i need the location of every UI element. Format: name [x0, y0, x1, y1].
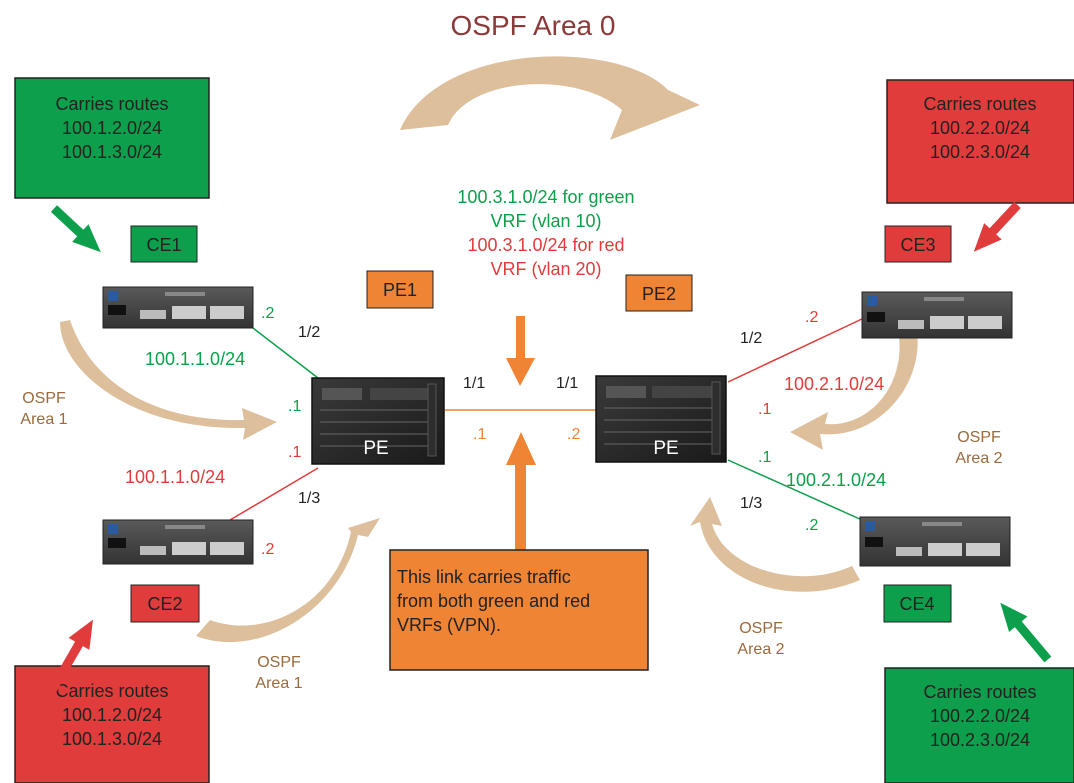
route-box-bottom-right: Carries routes 100.2.2.0/24 100.2.3.0/24 [885, 668, 1074, 783]
port-pe2-1-1: 1/1 [556, 375, 578, 392]
svg-text:from both green and red: from both green and red [397, 591, 590, 611]
ospf-area0-arc [400, 56, 700, 140]
arrow-down-to-core-link [506, 316, 535, 386]
host-ce3-dot2: .2 [805, 309, 818, 326]
svg-text:100.3.1.0/24 for red: 100.3.1.0/24 for red [467, 235, 624, 255]
arrow-green-to-ce4 [991, 595, 1057, 667]
svg-text:PE1: PE1 [383, 280, 417, 300]
svg-text:VRF (vlan 10): VRF (vlan 10) [490, 211, 601, 231]
link-note-box: This link carries traffic from both gree… [390, 550, 648, 670]
svg-text:100.2.3.0/24: 100.2.3.0/24 [930, 142, 1030, 162]
subnet-left-red: 100.1.1.0/24 [125, 467, 225, 487]
host-ce4-dot2: .2 [805, 517, 818, 534]
svg-text:OSPF: OSPF [739, 620, 783, 637]
ospf-area1-label-bottom: OSPF Area 1 [255, 654, 302, 692]
svg-text:CE3: CE3 [900, 235, 935, 255]
tag-ce4: CE4 [884, 585, 951, 622]
ospf-area1-arc-top [60, 320, 277, 440]
tag-pe2: PE2 [626, 275, 692, 311]
arrow-red-to-ce3 [965, 197, 1026, 260]
diagram-title: OSPF Area 0 [451, 10, 616, 41]
route-box-top-left: Carries routes 100.1.2.0/24 100.1.3.0/24 [15, 78, 209, 198]
svg-text:OSPF: OSPF [957, 429, 1001, 446]
host-pe2-core-dot2: .2 [567, 426, 580, 443]
host-pe2-green-dot1: .1 [758, 449, 771, 466]
svg-text:PE2: PE2 [642, 284, 676, 304]
svg-text:100.2.2.0/24: 100.2.2.0/24 [930, 706, 1030, 726]
host-ce1-dot2: .2 [261, 305, 274, 322]
host-pe1-red-dot1: .1 [288, 444, 301, 461]
svg-text:Carries routes: Carries routes [55, 94, 168, 114]
svg-text:Area 1: Area 1 [20, 411, 67, 428]
port-pe1-1-3: 1/3 [298, 490, 320, 507]
ospf-area2-label-right: OSPF Area 2 [955, 429, 1002, 467]
pe1-chassis-label: PE [363, 438, 388, 459]
subnet-right-green: 100.2.1.0/24 [786, 470, 886, 490]
svg-text:Carries routes: Carries routes [923, 94, 1036, 114]
svg-text:Carries routes: Carries routes [55, 681, 168, 701]
route-box-top-right: Carries routes 100.2.2.0/24 100.2.3.0/24 [887, 80, 1074, 203]
router-pe2[interactable]: PE [596, 376, 726, 462]
port-pe2-1-3: 1/3 [740, 495, 762, 512]
svg-text:OSPF: OSPF [22, 390, 66, 407]
svg-text:VRFs (VPN).: VRFs (VPN). [397, 615, 501, 635]
svg-text:OSPF: OSPF [257, 654, 301, 671]
svg-text:Area 2: Area 2 [955, 450, 1002, 467]
svg-text:100.2.2.0/24: 100.2.2.0/24 [930, 118, 1030, 138]
router-pe1[interactable]: PE [312, 378, 444, 464]
svg-text:CE1: CE1 [146, 235, 181, 255]
port-pe2-1-2: 1/2 [740, 330, 762, 347]
router-ce4[interactable] [860, 517, 1010, 566]
router-ce2[interactable] [103, 520, 253, 564]
tag-ce1: CE1 [131, 226, 197, 262]
svg-text:Area 2: Area 2 [737, 641, 784, 658]
host-pe1-core-dot1: .1 [473, 426, 486, 443]
ospf-area2-arc-bottom [690, 497, 860, 592]
subnet-left-green: 100.1.1.0/24 [145, 349, 245, 369]
ospf-area1-label-top: OSPF Area 1 [20, 390, 67, 428]
svg-text:CE4: CE4 [899, 594, 934, 614]
arrow-up-to-core-link [506, 432, 536, 551]
host-pe2-red-dot1: .1 [758, 401, 771, 418]
pe2-chassis-label: PE [653, 438, 678, 459]
ospf-area2-label-bottom: OSPF Area 2 [737, 620, 784, 658]
port-pe1-1-1: 1/1 [463, 375, 485, 392]
svg-text:100.1.2.0/24: 100.1.2.0/24 [62, 705, 162, 725]
link-pe2-ce3-red [728, 318, 864, 382]
host-ce2-dot2: .2 [261, 541, 274, 558]
svg-text:CE2: CE2 [147, 594, 182, 614]
arrow-green-to-ce1 [46, 200, 109, 261]
router-ce3[interactable] [862, 292, 1012, 338]
svg-text:100.1.2.0/24: 100.1.2.0/24 [62, 118, 162, 138]
host-pe1-green-dot1: .1 [288, 398, 301, 415]
svg-text:Carries routes: Carries routes [923, 682, 1036, 702]
port-pe1-1-2: 1/2 [298, 324, 320, 341]
svg-text:Area 1: Area 1 [255, 675, 302, 692]
router-ce1[interactable] [103, 287, 253, 328]
svg-text:100.1.3.0/24: 100.1.3.0/24 [62, 142, 162, 162]
tag-ce2: CE2 [131, 585, 199, 622]
subnet-right-red: 100.2.1.0/24 [784, 374, 884, 394]
tag-ce3: CE3 [885, 226, 951, 262]
route-box-bottom-left: Carries routes 100.1.2.0/24 100.1.3.0/24 [15, 666, 209, 783]
svg-text:VRF (vlan 20): VRF (vlan 20) [490, 259, 601, 279]
svg-text:This link carries traffic: This link carries traffic [397, 567, 571, 587]
svg-text:100.1.3.0/24: 100.1.3.0/24 [62, 729, 162, 749]
vrf-note: 100.3.1.0/24 for green VRF (vlan 10) 100… [457, 187, 634, 279]
svg-text:100.3.1.0/24 for green: 100.3.1.0/24 for green [457, 187, 634, 207]
svg-text:100.2.3.0/24: 100.2.3.0/24 [930, 730, 1030, 750]
tag-pe1: PE1 [367, 271, 433, 308]
